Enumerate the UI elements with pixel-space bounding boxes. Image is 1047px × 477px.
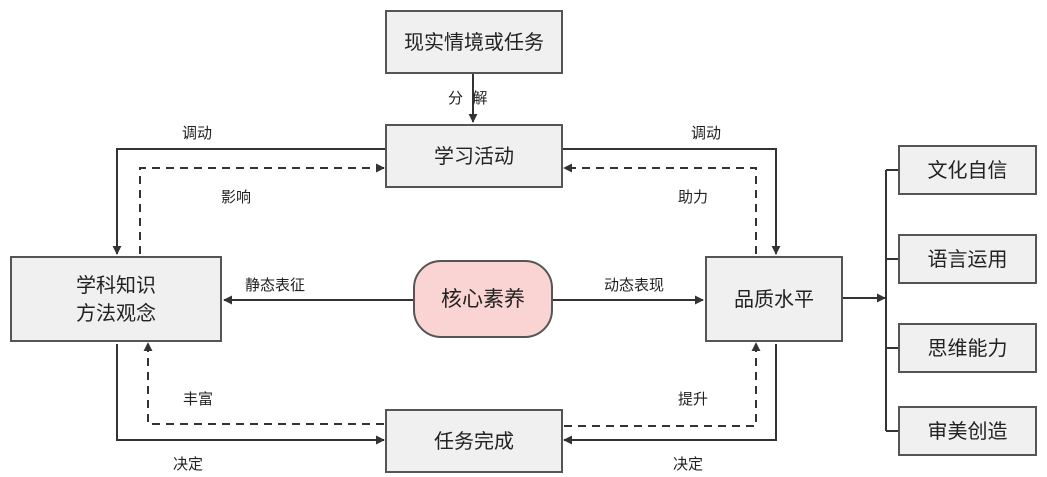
enrich-arrow [143,342,384,425]
outcome-box-4: 审美创造 [898,406,1037,456]
outcome-text-1: 文化自信 [927,158,1008,182]
dynamic-form-label: 动态表现 [604,276,665,294]
quality-level-text: 品质水平 [734,287,814,311]
learning-activity-text: 学习活动 [434,144,514,168]
outcome-text-2: 语言运用 [927,247,1008,271]
enhance-arrow [564,342,761,427]
mobilize-right-label: 调动 [691,124,722,142]
determine-left-arrow [116,344,385,445]
static-form-label: 静态表征 [245,276,306,294]
knowledge-box: 学科知识 方法观念 [10,256,222,342]
outcome-box-1: 文化自信 [898,145,1037,195]
quality-level-box: 品质水平 [705,256,843,342]
outcome-box-2: 语言运用 [898,234,1037,284]
enhance-label: 提升 [678,390,709,408]
core-literacy-box: 核心素养 [413,260,553,338]
task-scenario-text: 现实情境或任务 [404,30,544,54]
learning-activity-box: 学习活动 [385,124,563,188]
task-scenario-box: 现实情境或任务 [385,10,563,74]
determine-right-arrow [563,344,777,445]
mobilize-left-label: 调动 [182,124,213,142]
outcome-text-3: 思维能力 [927,336,1008,360]
core-literacy-text: 核心素养 [441,287,525,311]
influence-label: 影响 [221,188,252,206]
assist-label: 助力 [678,188,709,206]
outcome-text-4: 审美创造 [927,419,1008,443]
determine-right-label: 决定 [673,455,704,473]
knowledge-text-line1: 学科知识 [76,273,156,297]
enrich-label: 丰富 [183,390,214,408]
mobilize-right-arrow [563,148,781,255]
task-completion-text: 任务完成 [434,429,514,453]
outcome-box-3: 思维能力 [898,323,1037,373]
determine-left-label: 决定 [173,455,204,473]
knowledge-text-line2: 方法观念 [76,301,156,325]
decompose-label: 分 解 [448,89,488,107]
mobilize-left-arrow [112,148,385,255]
influence-arrow [139,163,385,254]
task-completion-box: 任务完成 [385,409,563,473]
assist-arrow [563,163,757,254]
